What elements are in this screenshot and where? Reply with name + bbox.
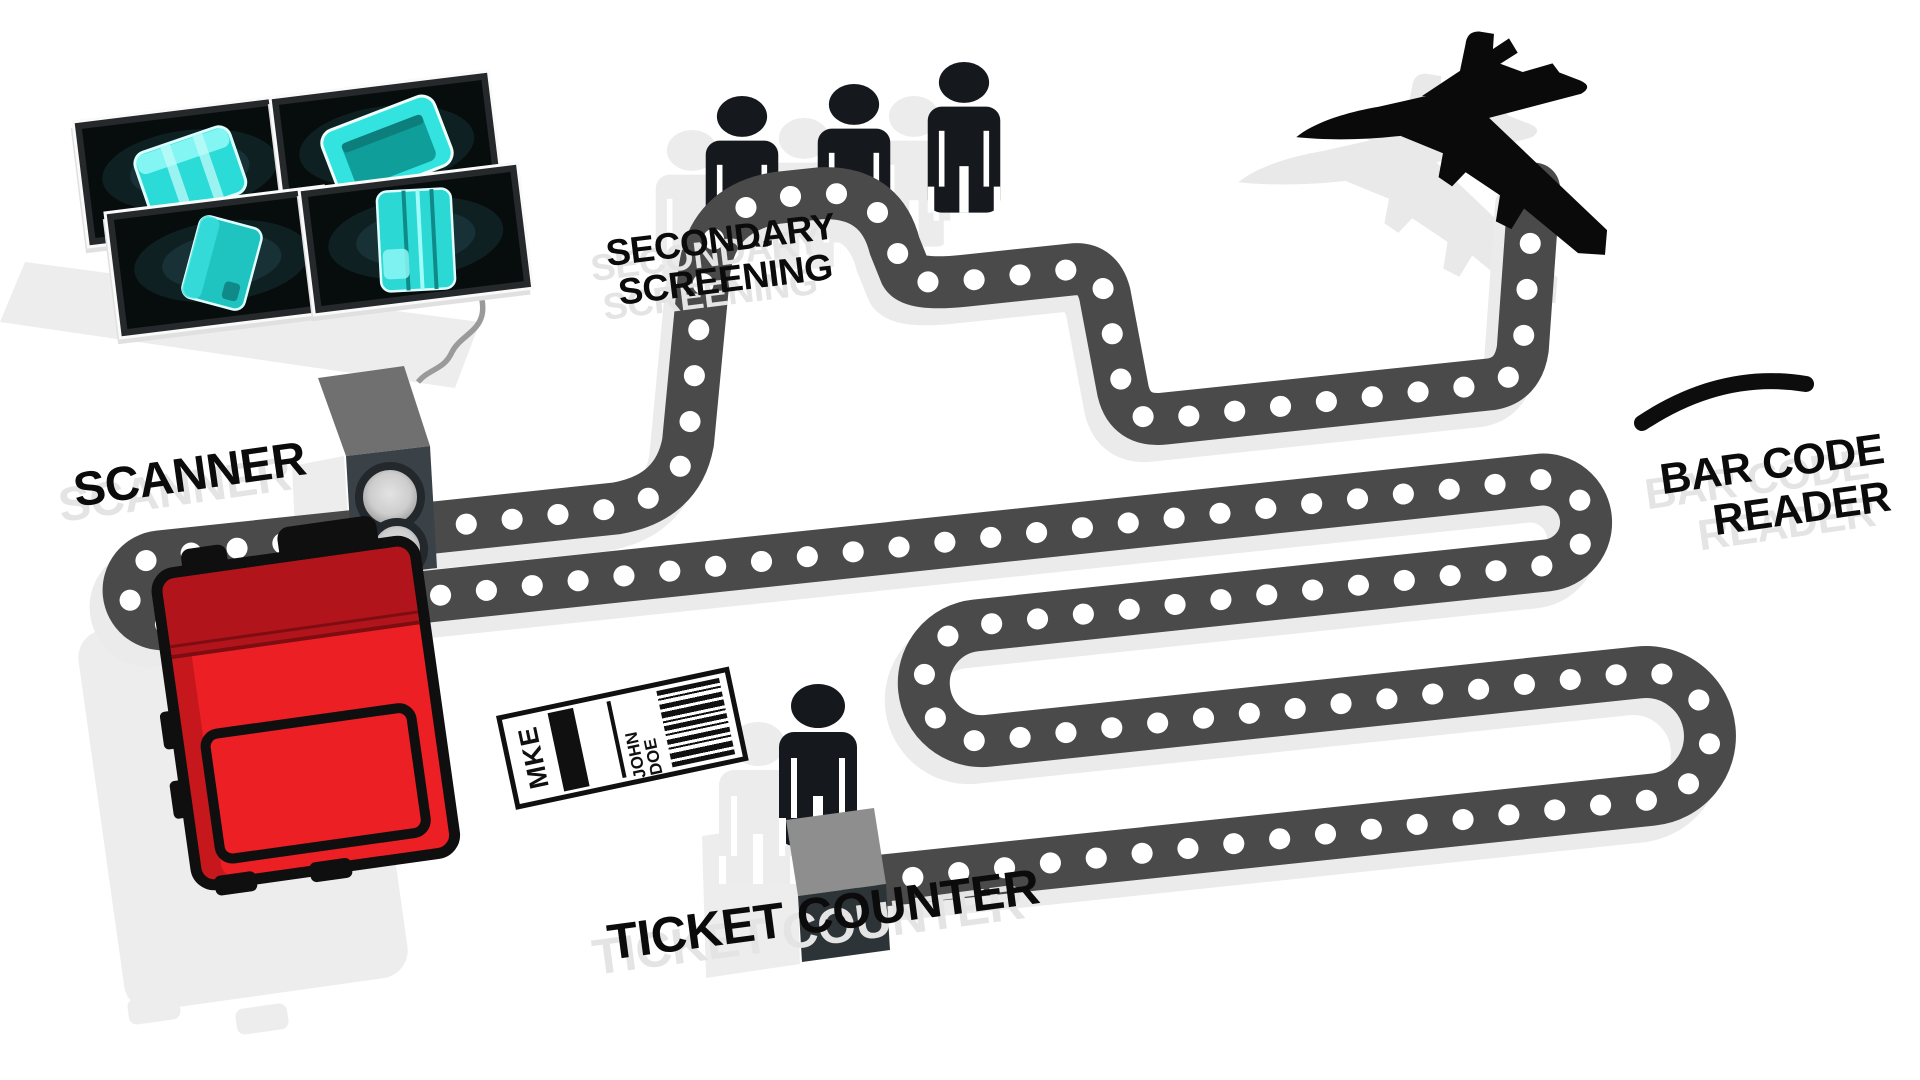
- barcode-scan-beam-icon: [1634, 373, 1814, 431]
- red-suitcase-icon: [145, 507, 465, 897]
- monitor-cable: [415, 291, 486, 384]
- person-icon: [927, 62, 1001, 213]
- suitcase-body: [148, 532, 464, 894]
- tilted-case-xray-icon: [181, 215, 263, 311]
- barcode-stripes-icon: [656, 677, 736, 768]
- xray-monitor-4: [296, 161, 535, 322]
- suitcase-front-pocket: [198, 700, 434, 866]
- garment-bag-xray-icon: [375, 187, 457, 293]
- ticket-counter-desk-icon: [786, 808, 890, 962]
- suitcase-xray-icon: [133, 125, 248, 221]
- airport-code: MKE: [511, 723, 555, 792]
- conveyor-belt-path: [89, 162, 1736, 926]
- belt-dots: [118, 178, 1721, 893]
- xray-monitor-3: [102, 184, 341, 345]
